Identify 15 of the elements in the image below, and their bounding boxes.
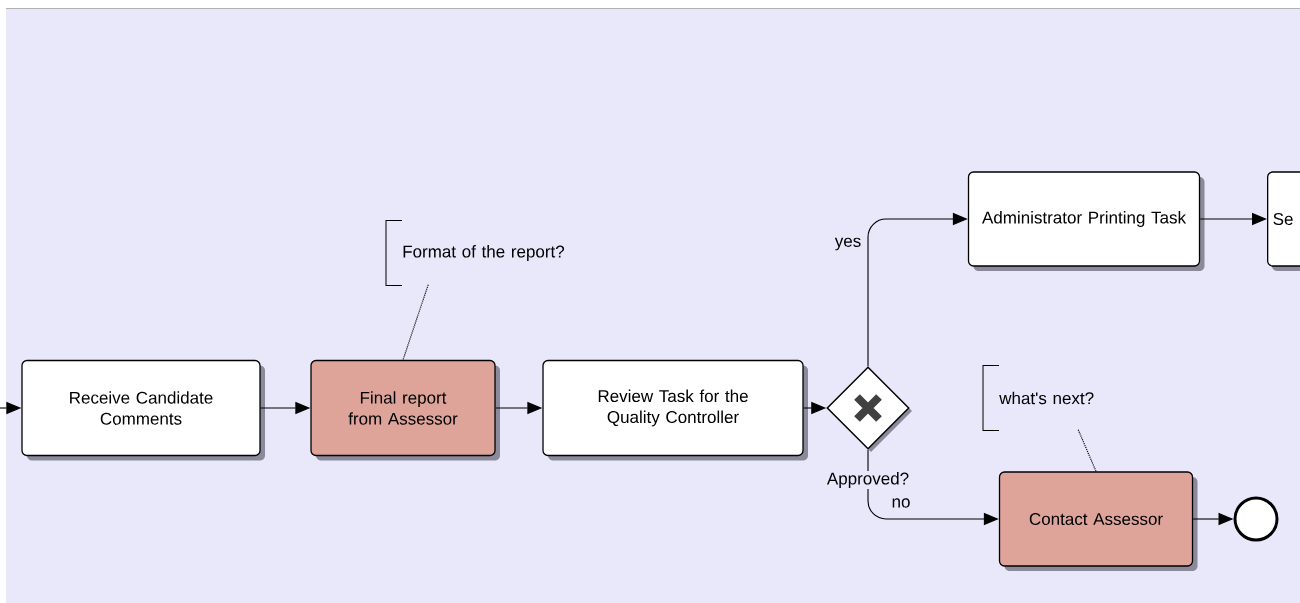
task-box: Contact Assessor bbox=[998, 471, 1198, 571]
leader-line bbox=[1077, 429, 1097, 472]
leader-line bbox=[402, 284, 429, 361]
edge-label: yes bbox=[834, 237, 861, 251]
task-box: Administrator Printing Task bbox=[967, 171, 1205, 271]
end-event-circle bbox=[1233, 496, 1279, 542]
task-box: Final report from Assessor bbox=[310, 359, 500, 461]
annotation: Format of the report? bbox=[385, 220, 565, 286]
annotation: what's next? bbox=[982, 365, 1094, 431]
task-box: Receive Candidate Comments bbox=[21, 359, 265, 461]
task-box: Se bbox=[1267, 171, 1300, 271]
gateway-label: Approved? bbox=[825, 471, 911, 489]
task-box: Review Task for the Quality Controller bbox=[542, 359, 808, 461]
edge-label: no bbox=[892, 498, 910, 508]
gateway-diamond bbox=[826, 366, 912, 452]
